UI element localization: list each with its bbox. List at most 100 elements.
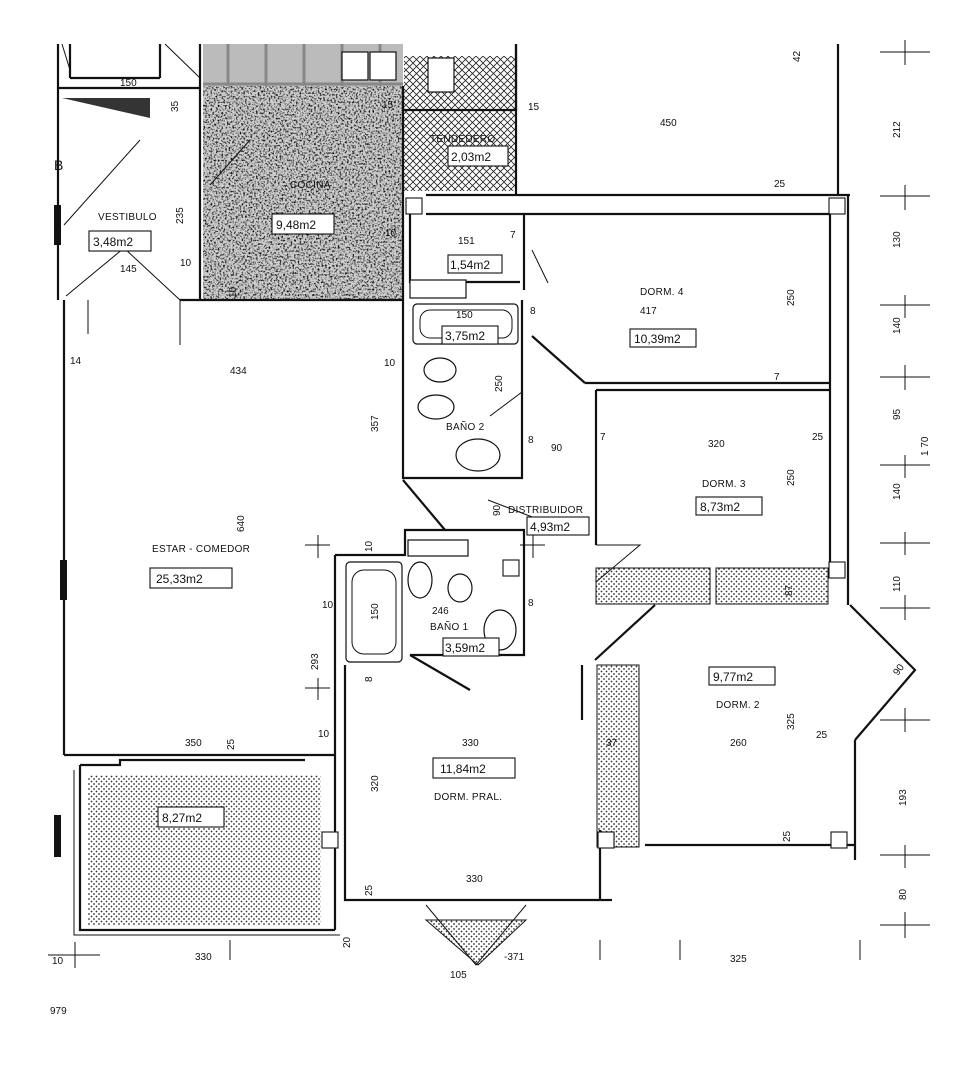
dimension: 10 <box>52 956 64 967</box>
dimension: 417 <box>640 306 657 317</box>
dimension: 250 <box>786 469 797 486</box>
dimension: 10 <box>228 286 239 298</box>
dimension: 325 <box>786 713 797 730</box>
dimension: 35 <box>170 100 181 112</box>
column-icon <box>321 197 848 849</box>
dimension: 325 <box>730 954 747 965</box>
area-bano1: 3,59m2 <box>445 641 485 655</box>
area-tendedero: 2,03m2 <box>451 150 491 164</box>
dimension: 250 <box>494 375 505 392</box>
dimension: 250 <box>786 289 797 306</box>
room-name-cocina: COCINA <box>290 180 331 191</box>
area-terraza: 8,27m2 <box>162 811 202 825</box>
dimension: 25 <box>364 884 375 896</box>
dimension-lines <box>48 40 930 968</box>
dimension: 246 <box>432 606 449 617</box>
dimension: 37 <box>606 738 618 749</box>
dimension: 105 <box>450 970 467 981</box>
dimension: 320 <box>370 775 381 792</box>
dimension: 8 <box>364 676 375 682</box>
stair-icon <box>61 43 201 118</box>
dimension: -371 <box>504 952 524 963</box>
dimension: 434 <box>230 366 247 377</box>
room-name-dorm4: DORM. 4 <box>640 287 684 298</box>
kitchen-texture <box>203 86 403 300</box>
dimension: 357 <box>370 415 381 432</box>
sink-icon <box>341 51 469 557</box>
dimension: 10 <box>180 258 192 269</box>
dimension: 320 <box>708 439 725 450</box>
dimension: 212 <box>892 121 903 138</box>
area-cocina: 9,48m2 <box>276 218 316 232</box>
dimension: 7 <box>510 230 516 241</box>
dimension: 90 <box>551 443 563 454</box>
dimension: 8 <box>530 306 536 317</box>
dimension: 8 <box>528 435 534 446</box>
dimension: 450 <box>660 118 677 129</box>
area-dorm3: 8,73m2 <box>700 500 740 514</box>
dimension: 330 <box>195 952 212 963</box>
dimension: 1 70 <box>920 436 931 456</box>
dimension: 25 <box>812 432 824 443</box>
room-name-dorm3: DORM. 3 <box>702 479 746 490</box>
dimension: 150 <box>456 310 473 321</box>
area-aseo: 1,54m2 <box>450 258 490 272</box>
dimension: 10 <box>364 540 375 552</box>
dimension: 640 <box>236 515 247 532</box>
dimension: 90 <box>891 662 907 678</box>
window-marks <box>54 205 67 857</box>
bay-hatch <box>424 919 528 966</box>
dimension: 7 <box>600 432 606 443</box>
room-name-estar: ESTAR - COMEDOR <box>152 544 250 555</box>
room-name-dorm2: DORM. 2 <box>716 700 760 711</box>
room-name-dorm-pral: DORM. PRAL. <box>434 792 502 803</box>
dimension: 150 <box>370 603 381 620</box>
closet-hatch-vertical <box>596 664 640 848</box>
dimension: 145 <box>120 264 137 275</box>
dimension: 10 <box>384 358 396 369</box>
area-vestibulo: 3,48m2 <box>93 235 133 249</box>
dimension: 25 <box>774 179 786 190</box>
dimension: 979 <box>50 1006 67 1017</box>
dimension: 10 <box>322 600 334 611</box>
dimension: 15 <box>382 100 394 111</box>
area-dorm-pral: 11,84m2 <box>440 762 486 776</box>
dimension: 42 <box>792 50 803 62</box>
dimension: 151 <box>458 236 475 247</box>
dimension: 7 <box>774 372 780 383</box>
dimension: 10 <box>318 729 330 740</box>
dimension: 14 <box>70 356 82 367</box>
tendedero-hatch <box>404 56 516 191</box>
area-estar: 25,33m2 <box>156 572 203 586</box>
dimension: 330 <box>466 874 483 885</box>
dimension: 330 <box>462 738 479 749</box>
dimension: 140 <box>892 317 903 334</box>
room-name-distribuidor: DISTRIBUIDOR <box>508 505 583 516</box>
dimension: 140 <box>892 483 903 500</box>
dimension: 90 <box>492 504 503 516</box>
dimension: 130 <box>892 231 903 248</box>
dimension: 95 <box>892 408 903 420</box>
area-dorm2: 9,77m2 <box>713 670 753 684</box>
bathtub-icon <box>345 303 519 663</box>
dimension: 260 <box>730 738 747 749</box>
room-name-tendedero: TENDEDERO <box>430 134 495 145</box>
dimension: 15 <box>528 102 540 113</box>
room-name-bano1: BAÑO 1 <box>430 620 469 633</box>
section-marker-b: B <box>54 157 63 173</box>
area-distribuidor: 4,93m2 <box>530 520 570 534</box>
walls <box>56 44 917 966</box>
dimension: 25 <box>226 738 237 750</box>
closet-hatch-left <box>595 567 711 605</box>
area-boxes: 3,48m2 9,48m2 2,03m2 1,54m2 3,75m2 10,39… <box>88 145 776 828</box>
room-name-bano2: BAÑO 2 <box>446 420 485 433</box>
dimension: 150 <box>120 78 137 89</box>
dimension: 25 <box>782 830 793 842</box>
dimension-labels: 150 35 15 15 450 42 212 235 145 10 10 10… <box>50 50 931 1017</box>
dimension: 87 <box>784 584 795 596</box>
closet-hatch-right <box>715 567 829 605</box>
dimension: 25 <box>816 730 828 741</box>
room-name-vestibulo: VESTIBULO <box>98 212 157 223</box>
dimension: 193 <box>898 789 909 806</box>
